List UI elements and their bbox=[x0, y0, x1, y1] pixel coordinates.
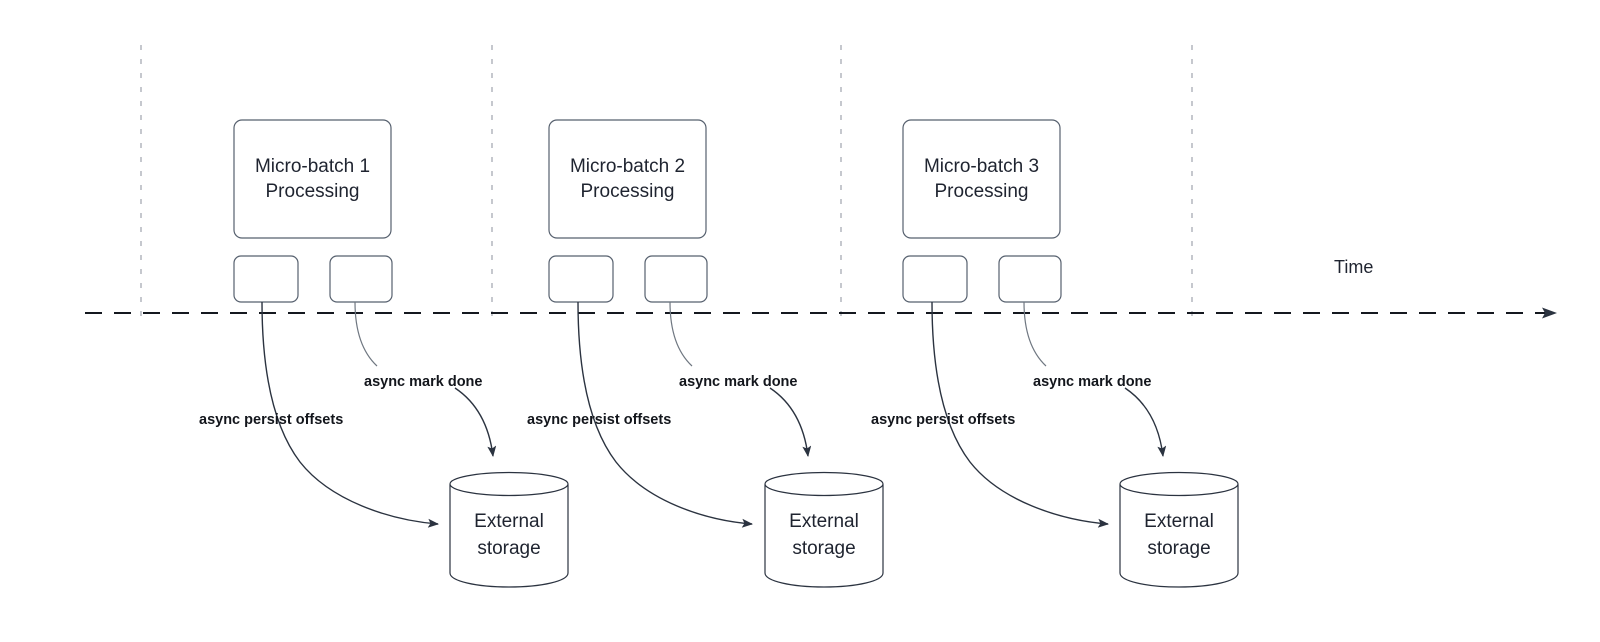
micro-batch-1-mark-edge-lower bbox=[454, 387, 497, 457]
micro-batch-1-mark-edge-upper bbox=[354, 301, 378, 367]
micro-batch-1-task-right[interactable] bbox=[329, 255, 393, 303]
micro-batch-2-task-left[interactable] bbox=[548, 255, 614, 303]
micro-batch-2-persist-edge bbox=[577, 301, 753, 528]
micro-batch-3-title-line2: Processing bbox=[935, 181, 1029, 202]
micro-batch-2-persist-offsets-label: async persist offsets bbox=[527, 412, 671, 428]
micro-batch-2-title-line1: Micro-batch 2 bbox=[570, 156, 685, 177]
micro-batch-2-mark-edge-lower bbox=[769, 387, 812, 457]
external-storage-2-top bbox=[764, 471, 884, 497]
external-storage-1-top bbox=[449, 471, 569, 497]
micro-batch-3-task-left[interactable] bbox=[902, 255, 968, 303]
batch-group-2: Micro-batch 2 Processing async mark done… bbox=[527, 119, 884, 588]
micro-batch-2-task-right[interactable] bbox=[644, 255, 708, 303]
external-storage-3-top bbox=[1119, 471, 1239, 497]
external-storage-2-body bbox=[764, 484, 884, 588]
micro-batch-1-box[interactable] bbox=[233, 119, 392, 239]
external-storage-2-line2: storage bbox=[792, 538, 855, 559]
external-storage-1-body bbox=[449, 484, 569, 588]
micro-batch-1-persist-edge bbox=[261, 301, 439, 528]
micro-batch-2-external-storage[interactable]: External storage bbox=[764, 471, 884, 588]
micro-batch-2-title-line2: Processing bbox=[581, 181, 675, 202]
micro-batch-1-title-line1: Micro-batch 1 bbox=[255, 156, 370, 177]
micro-batch-3-box[interactable] bbox=[902, 119, 1061, 239]
micro-batch-2-mark-done-label: async mark done bbox=[679, 374, 797, 390]
external-storage-3-line2: storage bbox=[1147, 538, 1210, 559]
micro-batch-3-mark-done-label: async mark done bbox=[1033, 374, 1151, 390]
micro-batch-1-mark-done-label: async mark done bbox=[364, 374, 482, 390]
batch-group-3: Micro-batch 3 Processing async mark done… bbox=[871, 119, 1239, 588]
micro-batch-1-persist-offsets-label: async persist offsets bbox=[199, 412, 343, 428]
micro-batch-2-box[interactable] bbox=[548, 119, 707, 239]
external-storage-2-line1: External bbox=[789, 511, 859, 532]
micro-batch-1-external-storage[interactable]: External storage bbox=[449, 471, 569, 588]
micro-batch-3-title-line1: Micro-batch 3 bbox=[924, 156, 1039, 177]
micro-batch-3-persist-edge bbox=[931, 301, 1109, 528]
batch-boundary-guides bbox=[140, 45, 1193, 322]
micro-batch-2-mark-edge-upper bbox=[669, 301, 693, 367]
micro-batch-1-title-line2: Processing bbox=[266, 181, 360, 202]
micro-batch-1-task-left[interactable] bbox=[233, 255, 299, 303]
external-storage-1-line2: storage bbox=[477, 538, 540, 559]
micro-batch-3-mark-edge-lower bbox=[1124, 387, 1167, 457]
micro-batch-3-persist-offsets-label: async persist offsets bbox=[871, 412, 1015, 428]
time-axis-label: Time bbox=[1334, 257, 1373, 277]
external-storage-1-line1: External bbox=[474, 511, 544, 532]
batch-group-1: Micro-batch 1 Processing async mark done… bbox=[199, 119, 569, 588]
micro-batch-3-task-right[interactable] bbox=[998, 255, 1062, 303]
external-storage-3-line1: External bbox=[1144, 511, 1214, 532]
external-storage-3-body bbox=[1119, 484, 1239, 588]
micro-batch-3-external-storage[interactable]: External storage bbox=[1119, 471, 1239, 588]
micro-batch-3-mark-edge-upper bbox=[1023, 301, 1047, 367]
